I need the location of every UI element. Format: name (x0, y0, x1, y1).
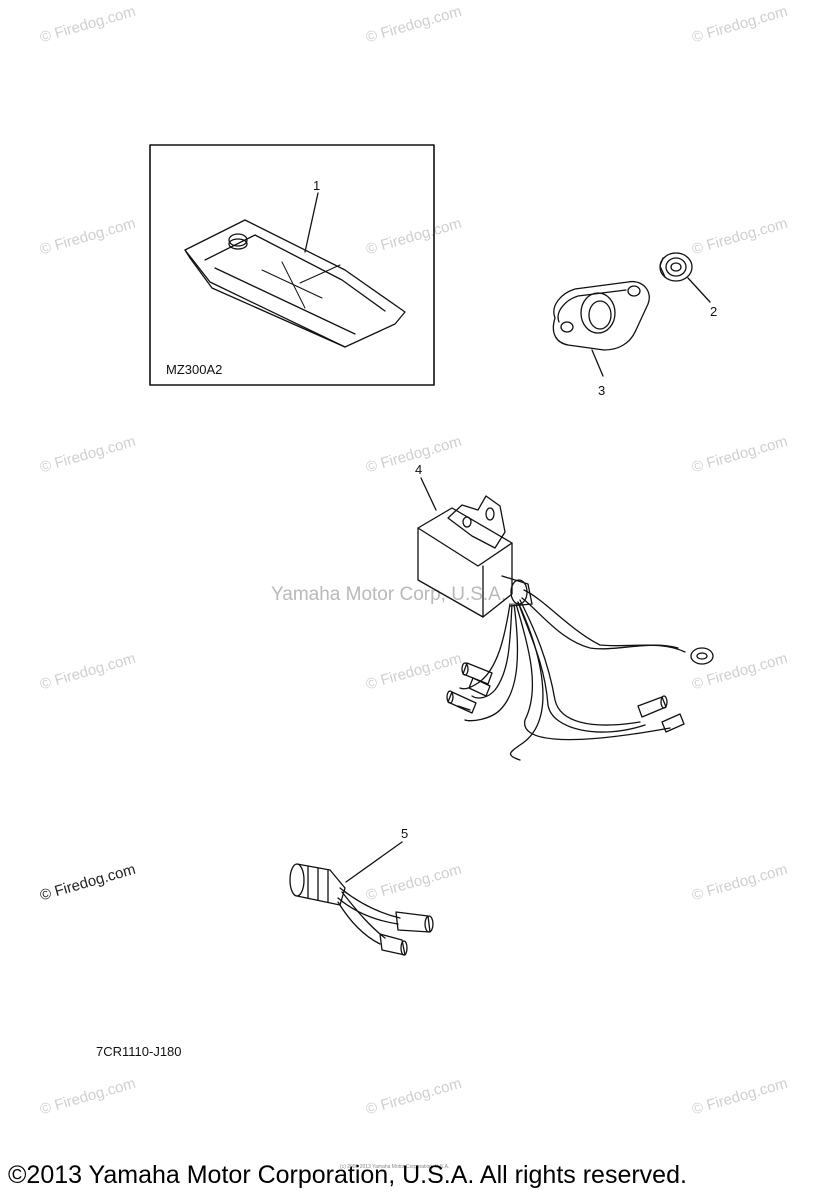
center-watermark: Yamaha Motor Corp, U.S.A. (271, 584, 507, 605)
gasket-part-3-icon (552, 280, 650, 351)
callout-number: 3 (598, 383, 606, 398)
kit-box-frame (149, 144, 435, 386)
grommet-part-2-icon (659, 252, 693, 282)
callout-number: 1 (313, 178, 321, 193)
wire-lead-part-5-icon (289, 863, 434, 956)
pad-part-1-icon (184, 219, 406, 348)
leader-line-2 (687, 277, 711, 303)
callout-number: 4 (415, 462, 423, 477)
tiny-copyright: (c) 2006 2013 Yamaha Motor Corporation, … (340, 1164, 450, 1170)
drawing-code-label: 7CR1110-J180 (96, 1044, 182, 1059)
leader-line-5 (345, 841, 403, 883)
callout-number: 5 (401, 826, 409, 841)
leader-line-3 (591, 349, 604, 377)
kit-code-label: MZ300A2 (166, 362, 223, 377)
cdi-unit-part-4-icon (417, 495, 714, 761)
callout-number: 2 (710, 304, 718, 319)
leader-line-4 (420, 477, 437, 511)
leader-line-1 (304, 192, 319, 253)
footer-copyright: ©2013 Yamaha Motor Corporation, U.S.A. A… (8, 1161, 687, 1189)
